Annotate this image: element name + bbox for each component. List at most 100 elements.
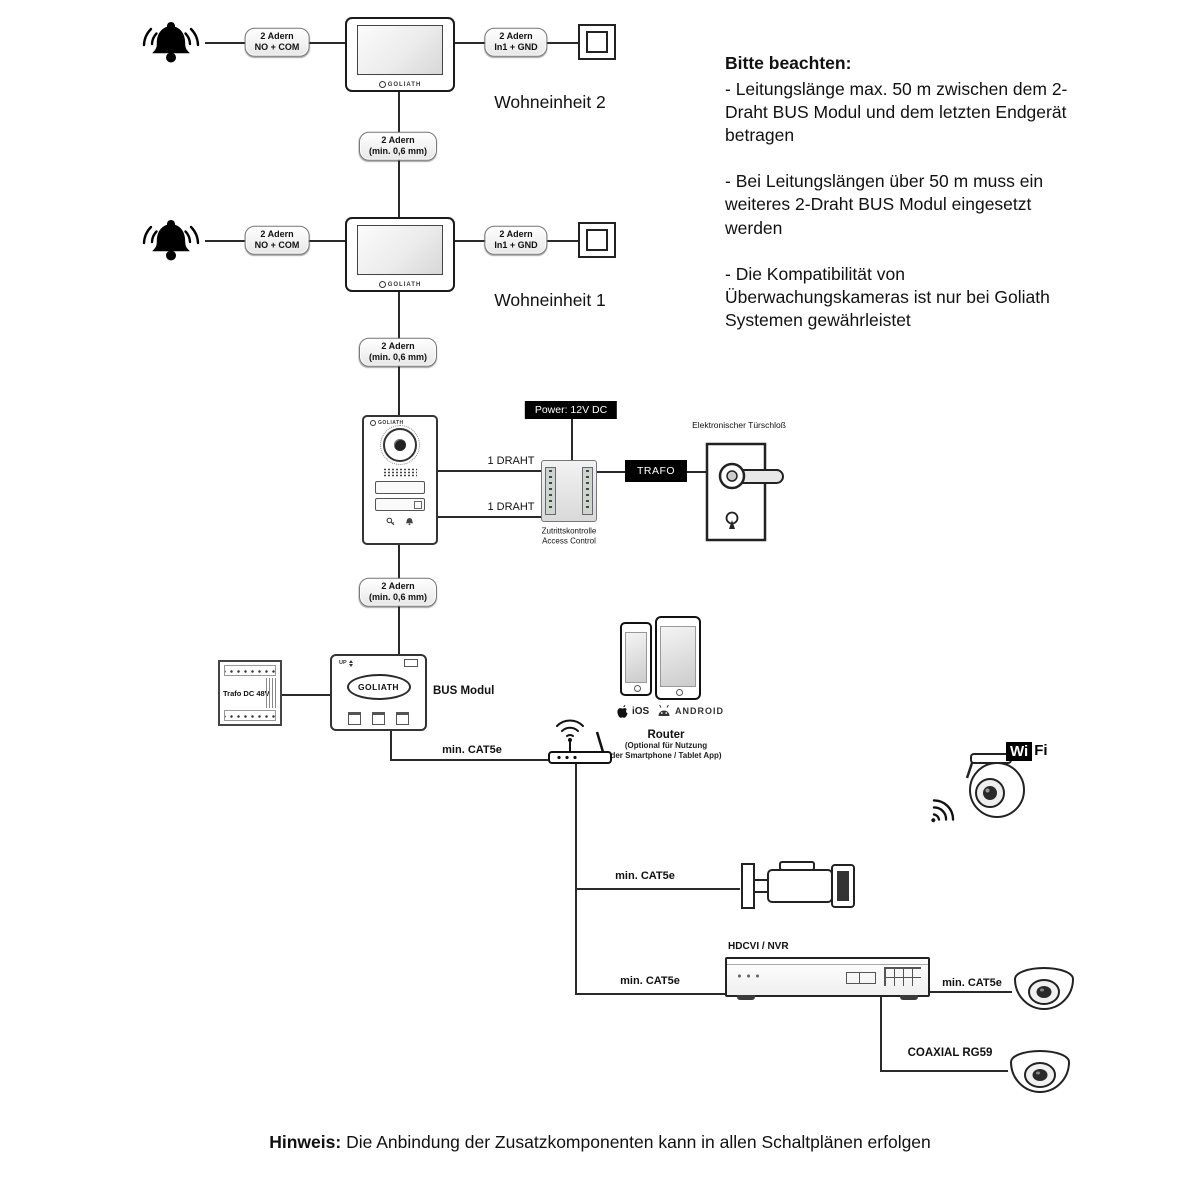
wire [575, 888, 740, 890]
wire [597, 471, 625, 473]
wifi-label: Wi Fi [1006, 742, 1048, 761]
indoor-monitor-unit1: GOLIATH [345, 217, 455, 292]
wifi-wi-label: Wi [1006, 742, 1033, 761]
goliath-logo-icon [378, 281, 386, 288]
footer-text: Die Anbindung der Zusatzkomponenten kann… [346, 1132, 931, 1152]
access-control-label: Zutrittskontrolle Access Control [514, 527, 624, 548]
bullet-camera-icon [741, 861, 855, 909]
nvr-label: HDCVI / NVR [728, 941, 789, 952]
bus-module-ports [332, 712, 425, 725]
unit1-label: Wohneinheit 1 [494, 290, 606, 310]
din-power-supply: Trafo DC 48V [218, 660, 282, 726]
cable-label-line1: 2 Adern [381, 580, 415, 591]
router-subtitle: (Optional für Nutzung [624, 741, 708, 750]
router-label-block: Router (Optional für Nutzung der Smartph… [586, 729, 746, 761]
doorbell-icon [142, 22, 200, 63]
cable-label-line1: 2 Adern [260, 30, 294, 41]
bus-modul-label: BUS Modul [433, 685, 495, 697]
cable-label-line2: NO + COM [254, 42, 300, 52]
cable-label-2adern: 2 Adern (min. 0,6 mm) [358, 337, 438, 367]
door-push-button [578, 24, 616, 60]
smartphone-icon [620, 622, 652, 696]
up-down-arrows-icon [348, 659, 353, 667]
unit2-label: Wohneinheit 2 [494, 92, 606, 112]
monitor-screen [357, 225, 443, 275]
trafo-box: TRAFO [625, 460, 687, 482]
home-button-icon [675, 689, 683, 696]
access-control-module [541, 460, 597, 522]
outdoor-door-station: GOLIATH [362, 415, 438, 545]
router-icon [548, 719, 612, 764]
electronic-door-lock-icon [705, 442, 784, 542]
cat5e-label: min. CAT5e [617, 975, 683, 987]
footer-note: Hinweis: Die Anbindung der Zusatzkompone… [0, 1132, 1200, 1153]
wire [390, 759, 556, 761]
access-label-de: Zutrittskontrolle [541, 526, 597, 536]
name-plate-button [375, 498, 425, 511]
apple-logo-icon [617, 705, 628, 718]
cable-label-line2: (min. 0,6 mm) [368, 592, 428, 602]
brand-text: GOLIATH [357, 682, 400, 692]
doorbell-icon [142, 220, 200, 261]
note-paragraph: - Die Kompatibilität von Überwachungskam… [725, 263, 1050, 330]
cable-label-line2: In1 + GND [494, 240, 538, 250]
bus-module: UP GOLIATH [330, 654, 427, 731]
cable-label-no-com: 2 Adern NO + COM [244, 27, 310, 57]
cable-label-in1-gnd: 2 Adern In1 + GND [484, 27, 548, 57]
goliath-logo: GOLIATH [346, 674, 411, 700]
one-draht-label: 1 DRAHT [487, 455, 535, 467]
cable-label-line1: 2 Adern [260, 228, 294, 239]
up-label: UP [339, 660, 347, 666]
note-paragraph: - Leitungslänge max. 50 m zwischen dem 2… [725, 79, 1068, 146]
wire [282, 694, 330, 696]
rj45-port-icon [396, 712, 410, 725]
doorstation-camera-icon [380, 425, 420, 465]
bell-icon [405, 518, 414, 526]
brand-text: GOLIATH [378, 420, 404, 426]
key-icon [386, 517, 395, 526]
nvr-ports-icon [846, 972, 876, 984]
note-paragraph: - Bei Leitungslängen über 50 m muss ein … [725, 171, 1044, 238]
wire [575, 993, 725, 995]
monitor-brand: GOLIATH [347, 281, 453, 288]
cable-label-line2: (min. 0,6 mm) [368, 146, 428, 156]
terminal-row-icon [224, 665, 276, 676]
power-label: Power: 12V DC [524, 401, 618, 419]
wifi-signal-icon [914, 782, 971, 839]
cable-label-no-com: 2 Adern NO + COM [244, 225, 310, 255]
lock-label: Elektronischer Türschloß [692, 420, 786, 430]
name-plate-button [375, 481, 425, 494]
cable-label-2adern: 2 Adern (min. 0,6 mm) [358, 577, 438, 607]
ios-platform: iOS [616, 704, 649, 719]
cat5e-label: min. CAT5e [939, 977, 1005, 989]
cat5e-label: min. CAT5e [439, 744, 505, 756]
brand-text: GOLIATH [387, 81, 422, 88]
android-label: ANDROID [675, 705, 724, 716]
terminal-block-icon [545, 467, 556, 515]
cable-label-in1-gnd: 2 Adern In1 + GND [484, 225, 548, 255]
notes-heading: Bitte beachten: [725, 53, 852, 73]
wire [571, 418, 573, 460]
notes-panel: Bitte beachten: - Leitungslänge max. 50 … [725, 52, 1077, 355]
speaker-grille-icon [383, 468, 417, 477]
doorstation-icons [364, 517, 436, 526]
tablet-screen [660, 626, 696, 687]
wifi-fi-label: Fi [1034, 742, 1048, 759]
wire [575, 763, 577, 993]
doorstation-brand: GOLIATH [364, 417, 436, 426]
cable-label-line2: In1 + GND [494, 42, 538, 52]
vents-icon [266, 678, 277, 708]
footer-label: Hinweis: [269, 1132, 342, 1152]
wire [438, 470, 541, 472]
terminal-block-icon [582, 467, 593, 515]
cable-label-2adern: 2 Adern (min. 0,6 mm) [358, 131, 438, 161]
tablet-icon [655, 616, 701, 700]
monitor-screen [357, 25, 443, 75]
android-logo-icon [658, 704, 670, 716]
nvr-recorder [725, 957, 930, 1000]
indoor-monitor-unit2: GOLIATH [345, 17, 455, 92]
router-title: Router [647, 729, 685, 741]
brand-text: GOLIATH [387, 281, 422, 288]
connector-icon [404, 659, 418, 667]
router-subtitle: der Smartphone / Tablet App) [610, 751, 722, 760]
